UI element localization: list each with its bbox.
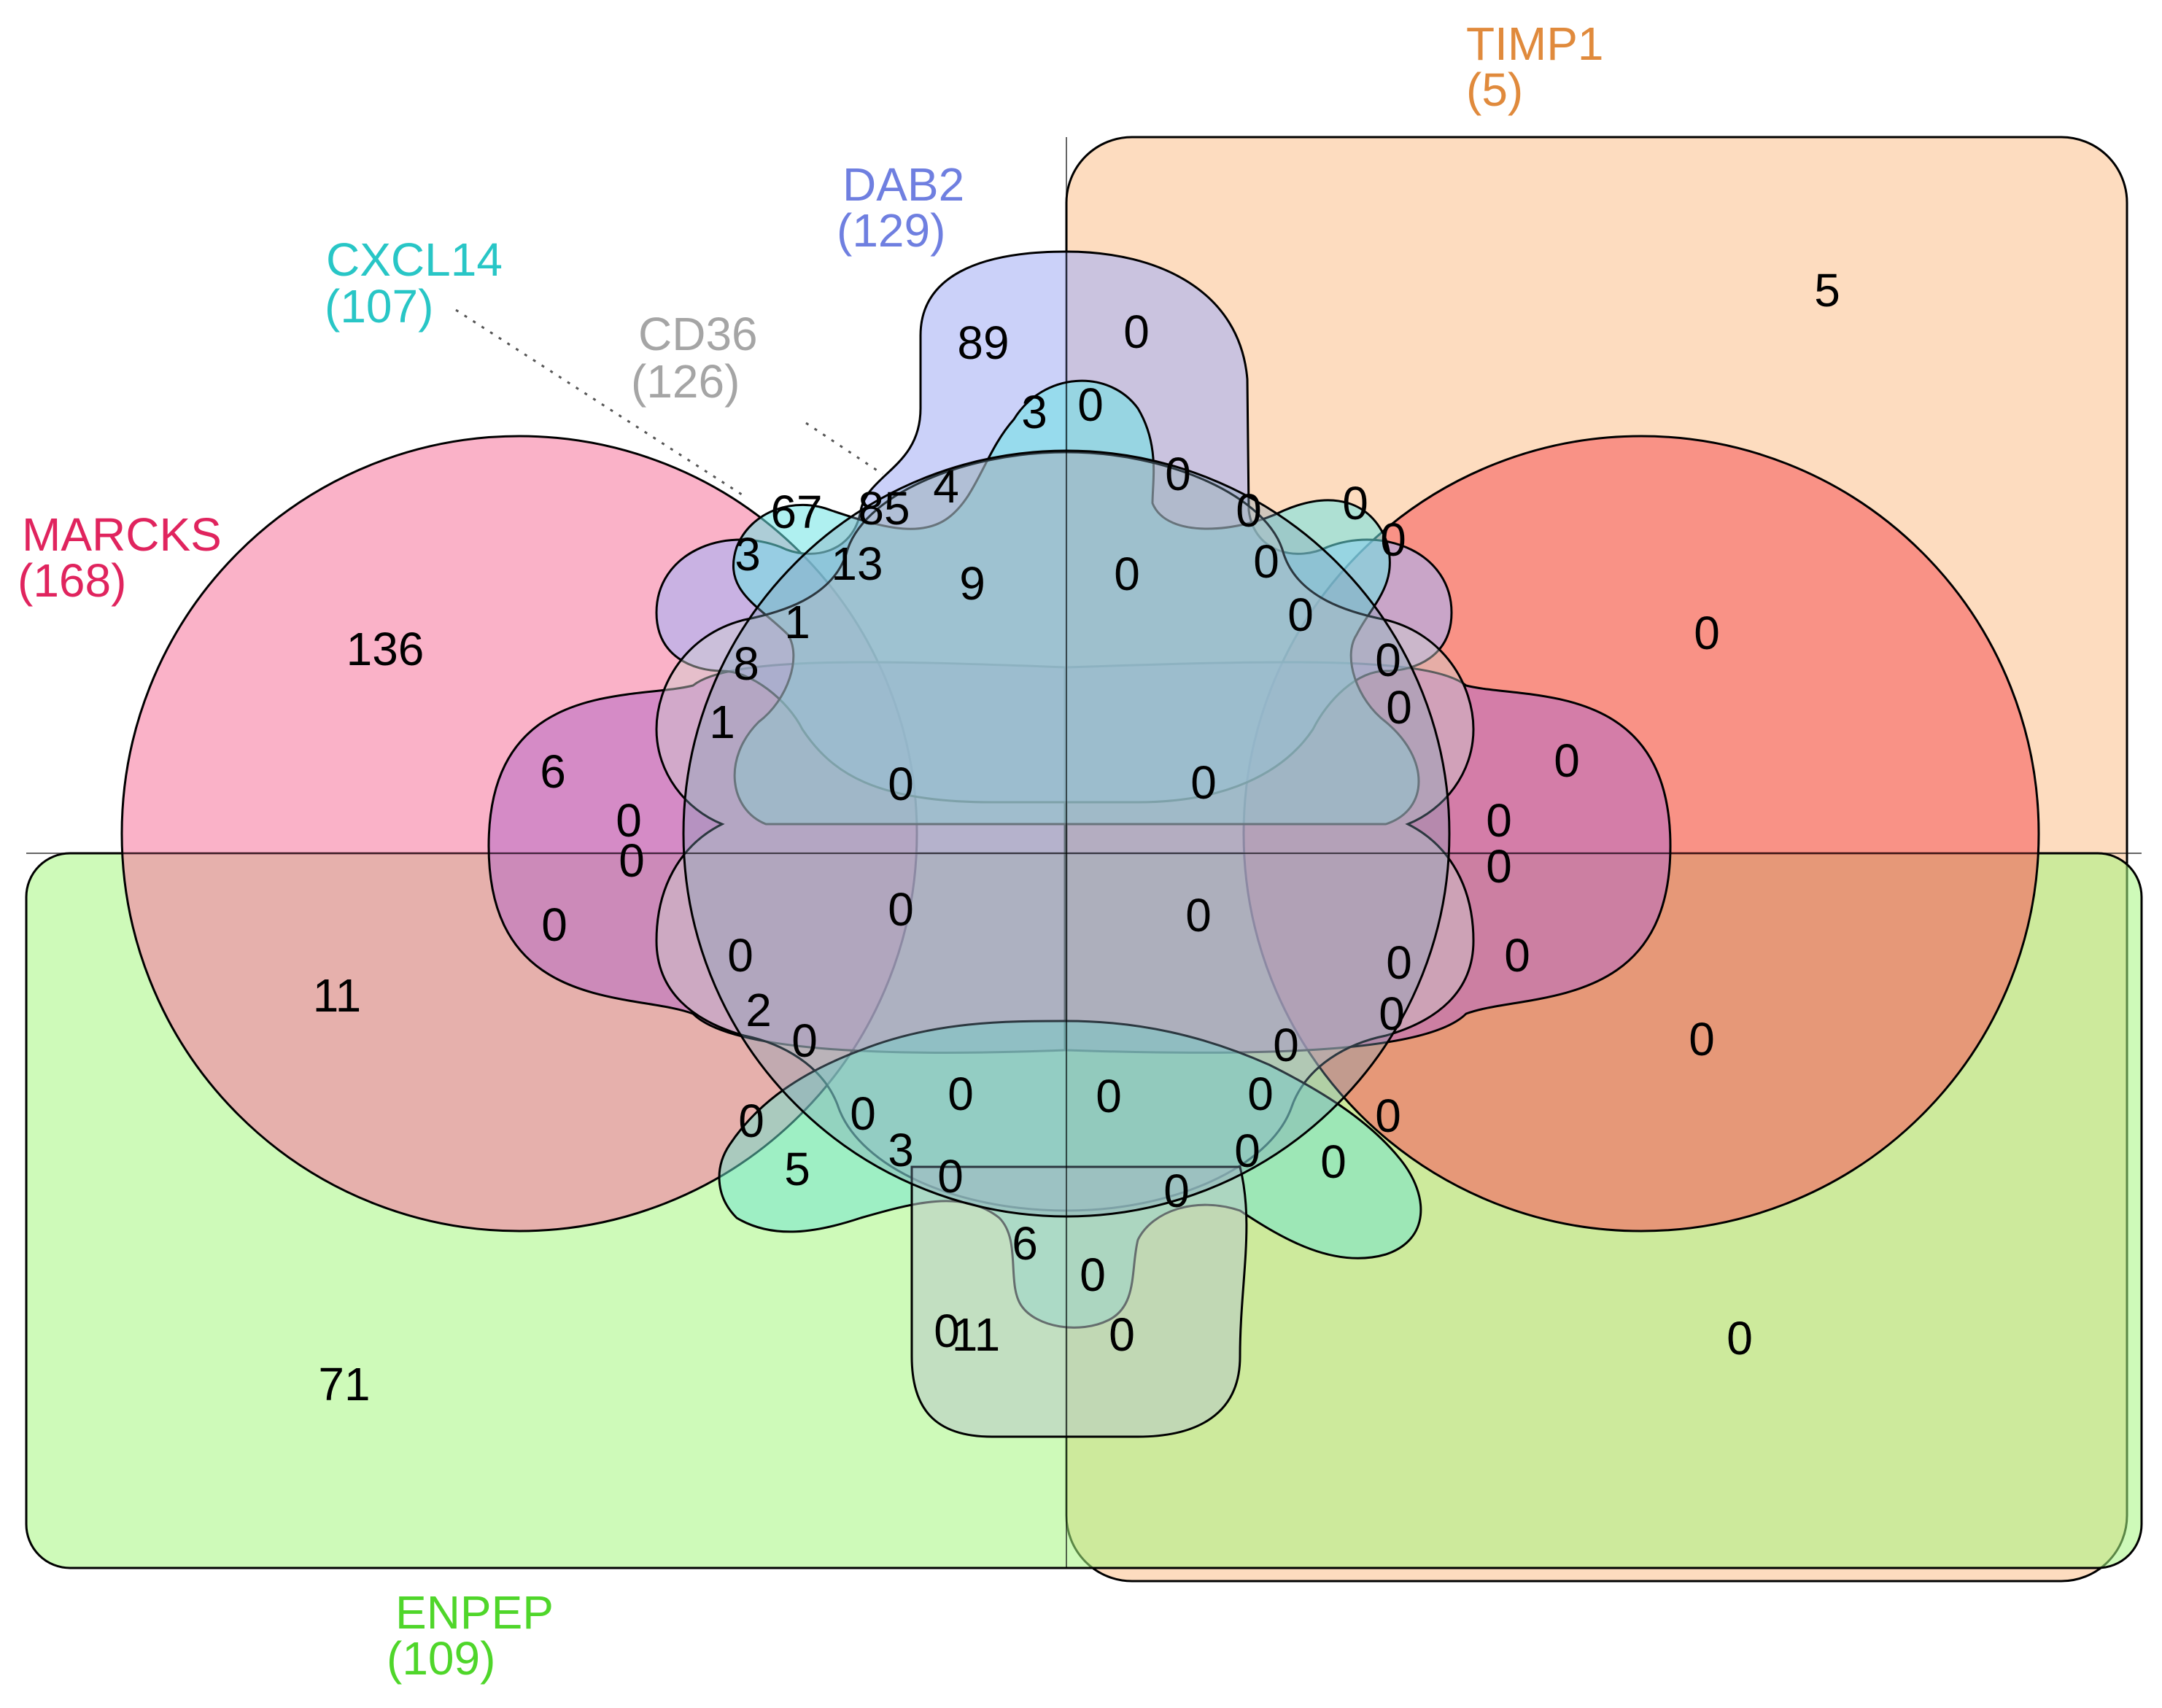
region-count: 0	[616, 794, 642, 847]
set-label-enpep-name: ENPEP	[395, 1586, 554, 1639]
region-count: 9	[959, 557, 985, 610]
region-count: 0	[1504, 929, 1530, 982]
region-count: 6	[540, 745, 566, 798]
set-label-dab2-size: (129)	[837, 204, 945, 257]
region-count: 0	[1379, 987, 1405, 1040]
set-label-cxcl14-size: (107)	[325, 280, 433, 333]
region-count: 0	[1727, 1312, 1753, 1365]
region-count: 136	[346, 623, 425, 675]
set-label-dab2-name: DAB2	[842, 158, 964, 211]
region-count: 0	[1236, 484, 1262, 537]
set-cxcl14-shape	[732, 379, 1420, 826]
set-label-timp1-size: (5)	[1466, 63, 1523, 116]
region-count: 67	[770, 486, 822, 538]
region-count: 0	[1386, 681, 1412, 734]
region-count: 0	[1080, 1249, 1106, 1301]
region-count: 0	[1080, 1249, 1106, 1301]
region-count: 5	[1814, 264, 1840, 317]
region-count: 0	[1486, 840, 1512, 893]
region-count: 0	[1096, 1070, 1122, 1122]
region-count: 0	[1123, 306, 1150, 358]
region-count: 0	[934, 1305, 960, 1357]
region-count: 0	[1486, 794, 1512, 847]
region-count: 85	[858, 482, 910, 535]
region-count: 0	[1077, 379, 1104, 431]
region-count: 0	[738, 1095, 764, 1147]
region-count: 3	[1021, 386, 1047, 438]
region-count: 4	[933, 460, 959, 513]
set-label-marcks-name: MARCKS	[22, 508, 222, 561]
region-count: 6	[1012, 1217, 1038, 1270]
region-count: 0	[1185, 889, 1212, 942]
set-label-cd36-size: (126)	[631, 355, 740, 408]
region-count: 0	[1109, 1308, 1135, 1361]
region-count: 1	[784, 596, 810, 648]
set-label-cxcl14-name: CXCL14	[326, 233, 503, 286]
region-count: 0	[1689, 1013, 1715, 1065]
region-count: 2	[745, 984, 772, 1036]
region-count: 0	[948, 1068, 974, 1120]
region-count: 3	[888, 1124, 914, 1176]
region-count: 0	[791, 1014, 818, 1067]
region-count: 11	[313, 969, 361, 1022]
region-count: 0	[1380, 513, 1406, 566]
region-count: 0	[1163, 1165, 1190, 1217]
region-count: 8	[733, 637, 759, 690]
region-count: 0	[888, 758, 914, 810]
region-count: 1	[709, 696, 735, 748]
region-count: 0	[1386, 936, 1412, 989]
region-count: 0	[1375, 1090, 1401, 1142]
region-count: 0	[1253, 535, 1279, 588]
region-count: 0	[1109, 1308, 1135, 1361]
region-count: 0	[1342, 477, 1368, 529]
set-label-timp1-name: TIMP1	[1466, 18, 1603, 70]
region-count: 0	[541, 898, 567, 951]
region-count: 0	[1165, 448, 1191, 500]
region-count: 0	[1727, 1312, 1753, 1365]
region-count: 5	[784, 1143, 810, 1195]
region-count: 0	[937, 1150, 964, 1203]
region-count: 0	[850, 1087, 876, 1140]
region-count: 3	[735, 528, 761, 581]
region-count: 0	[1190, 756, 1217, 809]
set-label-marcks-size: (168)	[18, 554, 126, 607]
region-count: 13	[831, 537, 883, 590]
cd36-leader-line	[805, 422, 883, 475]
region-count: 0	[1554, 734, 1580, 787]
region-count: 0	[1273, 1019, 1299, 1071]
region-count: 71	[318, 1358, 370, 1410]
region-count: 0	[1114, 548, 1140, 600]
region-count: 0	[727, 929, 753, 982]
region-count: 0	[1247, 1068, 1274, 1120]
set-label-enpep-size: (109)	[387, 1632, 495, 1685]
region-count: 0	[1320, 1136, 1347, 1188]
set-bottom-lobe-shape	[910, 1165, 1248, 1438]
region-counts: 5 89 0 3 0 0 0 67 85 4 0 0 0 3 13 9 0 0 …	[313, 264, 1840, 1410]
region-count: 11	[952, 1308, 1000, 1361]
region-count: 0	[619, 834, 645, 887]
region-count: 89	[957, 317, 1009, 369]
set-label-cd36-name: CD36	[638, 308, 758, 360]
region-count: 0	[888, 883, 914, 936]
region-count: 0	[1694, 607, 1720, 659]
region-count: 0	[1375, 634, 1401, 686]
region-count: 0	[1234, 1125, 1260, 1177]
region-count: 0	[1287, 589, 1314, 641]
